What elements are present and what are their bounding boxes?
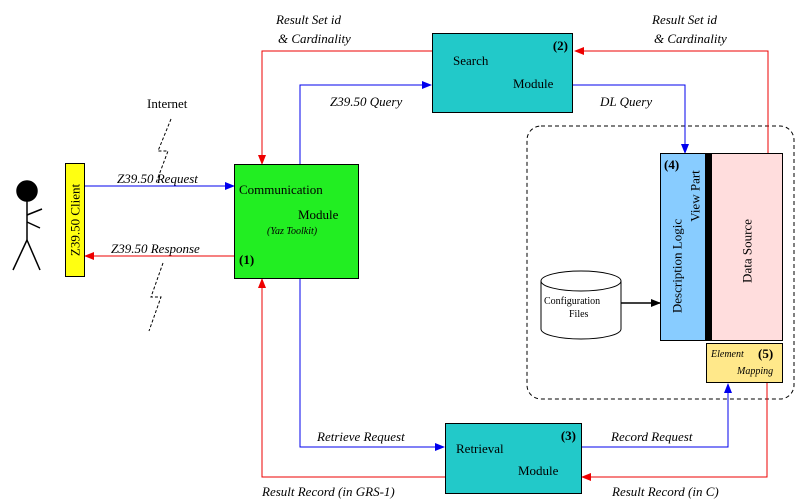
search-title: Search — [453, 53, 489, 68]
z3950-request-label: Z39.50 Request — [117, 171, 198, 186]
retrieve-request-arrow — [299, 278, 445, 451]
communication-module[interactable]: Communication Module (Yaz Toolkit) (1) — [234, 164, 359, 279]
view-part-box[interactable]: (4) Description Logic View Part — [660, 153, 706, 341]
record-request-arrow — [582, 383, 732, 448]
result-set-left-arrow — [258, 50, 432, 165]
result-set-left-line2: & Cardinality — [278, 31, 351, 46]
element-mapping-box[interactable]: Element (5) Mapping — [706, 343, 783, 383]
z3950-query-arrow — [299, 81, 432, 164]
element-mapping-number: (5) — [758, 346, 774, 361]
retrieval-module[interactable]: (3) Retrieval Module — [445, 423, 582, 494]
search-number: (2) — [552, 38, 568, 53]
internet-label: Internet — [147, 96, 188, 111]
communication-number: (1) — [239, 252, 255, 267]
config-files-line2: Files — [569, 309, 589, 320]
record-request-label: Record Request — [611, 429, 693, 444]
internet-line-top — [155, 118, 172, 184]
view-part-number: (4) — [664, 157, 680, 172]
result-record-c-arrow — [581, 382, 768, 481]
view-part-line1: Description Logic — [669, 218, 685, 314]
config-files-line1: Configuration — [544, 296, 601, 307]
retrieval-title: Retrieval — [456, 441, 504, 456]
element-mapping-line1: Element — [711, 349, 744, 360]
communication-title: Communication — [239, 182, 323, 197]
communication-note: (Yaz Toolkit) — [267, 226, 318, 237]
z3950-query-label: Z39.50 Query — [330, 94, 403, 109]
internet-line-bottom — [148, 262, 164, 332]
element-mapping-line2: Mapping — [737, 366, 774, 377]
config-files-cylinder-icon — [540, 270, 622, 340]
user-figure-icon — [12, 180, 43, 271]
result-record-c-label: Result Record (in C) — [612, 484, 719, 499]
retrieval-number: (3) — [560, 428, 576, 443]
result-set-right-arrow — [574, 47, 769, 153]
data-source-label: Data Source — [739, 218, 755, 283]
search-subtitle: Module — [513, 76, 554, 91]
result-record-grs-arrow — [258, 278, 445, 478]
result-set-right-line2: & Cardinality — [654, 31, 727, 46]
view-part-line2: View Part — [687, 170, 703, 222]
retrieval-subtitle: Module — [518, 463, 559, 478]
dl-system-boundary — [526, 125, 795, 400]
data-source-box[interactable]: Data Source — [711, 153, 783, 341]
communication-subtitle: Module — [298, 207, 339, 222]
z3950-response-label: Z39.50 Response — [111, 241, 200, 256]
z3950-client-label: Z39.50 Client — [67, 183, 83, 257]
retrieve-request-label: Retrieve Request — [317, 429, 405, 444]
search-module[interactable]: (2) Search Module — [432, 33, 573, 113]
result-set-right-line1: Result Set id — [652, 12, 717, 27]
view-data-separator — [706, 153, 711, 341]
dl-query-label: DL Query — [600, 94, 653, 109]
result-set-left-line1: Result Set id — [276, 12, 341, 27]
dl-query-arrow — [573, 84, 689, 154]
result-record-grs-label: Result Record (in GRS-1) — [262, 484, 395, 499]
z3950-client-box[interactable]: Z39.50 Client — [65, 163, 85, 277]
